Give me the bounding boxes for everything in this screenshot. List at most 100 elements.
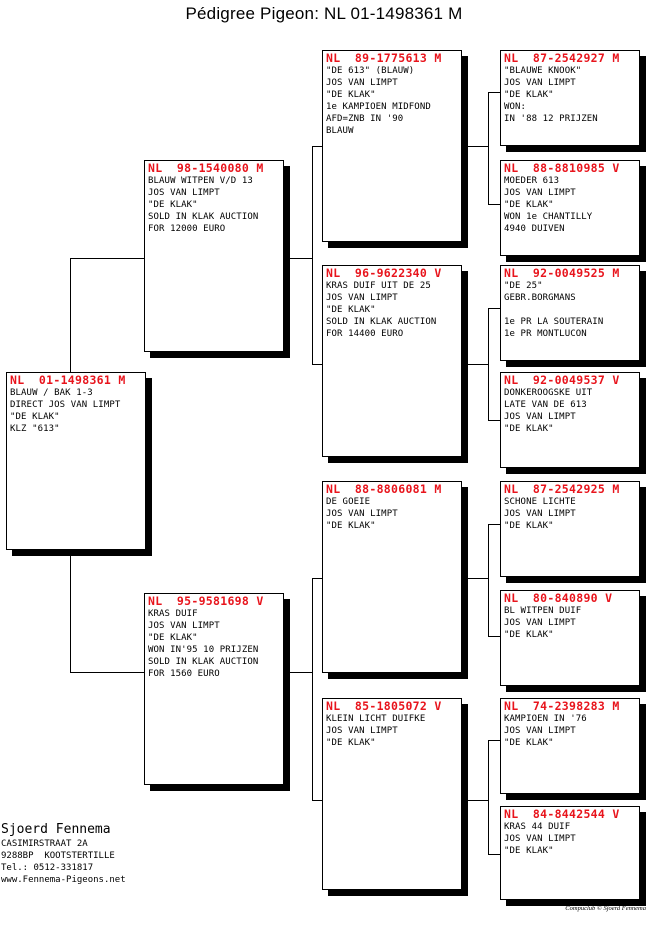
connector-line <box>312 364 322 365</box>
pigeon-info-line: "DE KLAK" <box>504 90 554 100</box>
pigeon-info-line: GEBR.BORGMANS <box>504 293 576 303</box>
pigeon-info-line: "DE KLAK" <box>504 521 554 531</box>
connector-line <box>312 146 322 147</box>
pigeon-info-line: "DE KLAK" <box>504 200 554 210</box>
connector-line <box>488 92 489 204</box>
connector-line <box>488 524 489 636</box>
pigeon-info-line: WON IN'95 10 PRIJZEN <box>148 645 259 655</box>
ring-number: NL 87-2542927 M <box>504 51 620 65</box>
ring-number: NL 88-8806081 M <box>326 482 442 496</box>
pigeon-info-line: JOS VAN LIMPT <box>504 509 576 519</box>
pigeon-card-sire-sire[interactable]: NL 89-1775613 M"DE 613" (BLAUW)JOS VAN L… <box>322 50 462 242</box>
pigeon-info-line: BLAUW / BAK 1-3 <box>10 388 93 398</box>
pigeon-info-line: SOLD IN KLAK AUCTION <box>148 657 259 667</box>
pigeon-info-line: DONKEROOGSKE UIT <box>504 388 593 398</box>
pigeon-card-sss[interactable]: NL 87-2542927 M"BLAUWE KNOOK"JOS VAN LIM… <box>500 50 640 146</box>
pigeon-info-line: 1e PR MONTLUCON <box>504 329 587 339</box>
pigeon-info-line: "DE KLAK" <box>326 90 376 100</box>
connector-line <box>70 522 71 672</box>
pigeon-info-line: 1e KAMPIOEN MIDFOND <box>326 102 431 112</box>
pigeon-info-line: 1e PR LA SOUTERAIN <box>504 317 604 327</box>
pigeon-info-line: IN '88 12 PRIJZEN <box>504 114 598 124</box>
pigeon-info-line: JOS VAN LIMPT <box>504 726 576 736</box>
breeder-website[interactable]: www.Fennema-Pigeons.net <box>1 875 126 885</box>
page-title: Pédigree Pigeon: NL 01-1498361 M <box>185 4 463 23</box>
connector-line <box>312 800 322 801</box>
ring-number: NL 95-9581698 V <box>148 594 264 608</box>
ring-number: NL 84-8442544 V <box>504 807 620 821</box>
pigeon-info-line: "DE KLAK" <box>10 412 60 422</box>
connector-line <box>70 258 71 372</box>
connector-line <box>70 258 146 259</box>
ring-number: NL 89-1775613 M <box>326 51 442 65</box>
pigeon-info-line: "DE 613" (BLAUW) <box>326 66 415 76</box>
connector-line <box>488 308 500 309</box>
pigeon-info-line: JOS VAN LIMPT <box>504 618 576 628</box>
pigeon-info-line: FOR 12000 EURO <box>148 224 226 234</box>
pigeon-info-line: JOS VAN LIMPT <box>326 509 398 519</box>
connector-line <box>488 740 500 741</box>
pigeon-info-line: "BLAUWE KNOOK" <box>504 66 582 76</box>
connector-line <box>70 672 146 673</box>
pigeon-info-line: WON: <box>504 102 527 112</box>
pigeon-info-line <box>504 304 636 316</box>
ring-number: NL 01-1498361 M <box>10 373 126 387</box>
pigeon-info-line: AFD=ZNB IN '90 <box>326 114 404 124</box>
pigeon-info-line: JOS VAN LIMPT <box>504 188 576 198</box>
connector-line <box>290 672 312 673</box>
connector-line <box>488 854 500 855</box>
pigeon-info-line: 4940 DUIVEN <box>504 224 565 234</box>
connector-line <box>468 578 488 579</box>
connector-line <box>312 578 322 579</box>
pigeon-card-sds[interactable]: NL 92-0049525 M"DE 25"GEBR.BORGMANS 1e P… <box>500 265 640 361</box>
connector-line <box>488 92 500 93</box>
pigeon-info-line: SCHONE LICHTE <box>504 497 576 507</box>
ring-number: NL 80-840890 V <box>504 591 613 605</box>
connector-line <box>468 364 488 365</box>
connector-line <box>488 420 500 421</box>
credit-text: Compuclub © Sjoerd Fennema <box>565 905 646 912</box>
pigeon-info-line: JOS VAN LIMPT <box>326 726 398 736</box>
pigeon-info-line: SOLD IN KLAK AUCTION <box>148 212 259 222</box>
pigeon-info-line: "DE KLAK" <box>504 738 554 748</box>
connector-line <box>488 524 500 525</box>
pigeon-info-line: KRAS DUIF <box>148 609 198 619</box>
connector-line <box>312 578 313 800</box>
pigeon-info-line: DIRECT JOS VAN LIMPT <box>10 400 121 410</box>
pigeon-info-line: "DE KLAK" <box>148 200 198 210</box>
connector-line <box>312 146 313 364</box>
connector-line <box>290 258 312 259</box>
pigeon-info-line: KAMPIOEN IN '76 <box>504 714 587 724</box>
pigeon-info-line: FOR 14400 EURO <box>326 329 404 339</box>
pigeon-info-line: KRAS DUIF UIT DE 25 <box>326 281 431 291</box>
pigeon-info-line: KRAS 44 DUIF <box>504 822 571 832</box>
ring-number: NL 96-9622340 V <box>326 266 442 280</box>
ring-number: NL 87-2542925 M <box>504 482 620 496</box>
pigeon-info-line: "DE KLAK" <box>326 305 376 315</box>
breeder-address: CASIMIRSTRAAT 2A <box>1 839 88 849</box>
pigeon-info-line: JOS VAN LIMPT <box>326 293 398 303</box>
pigeon-info-line: BLAUW WITPEN V/D 13 <box>148 176 253 186</box>
ring-number: NL 98-1540080 M <box>148 161 264 175</box>
pigeon-info-line: "DE KLAK" <box>504 846 554 856</box>
pigeon-info-line: BL WITPEN DUIF <box>504 606 582 616</box>
pigeon-info-line: DE GOEIE <box>326 497 371 507</box>
pigeon-info-line: LATE VAN DE 613 <box>504 400 587 410</box>
ring-number: NL 88-8810985 V <box>504 161 620 175</box>
ring-number: NL 85-1805072 V <box>326 699 442 713</box>
pigeon-info-line: KLEIN LICHT DUIFKE <box>326 714 426 724</box>
pigeon-info-line: "DE KLAK" <box>326 521 376 531</box>
pigeon-info-line: JOS VAN LIMPT <box>504 412 576 422</box>
